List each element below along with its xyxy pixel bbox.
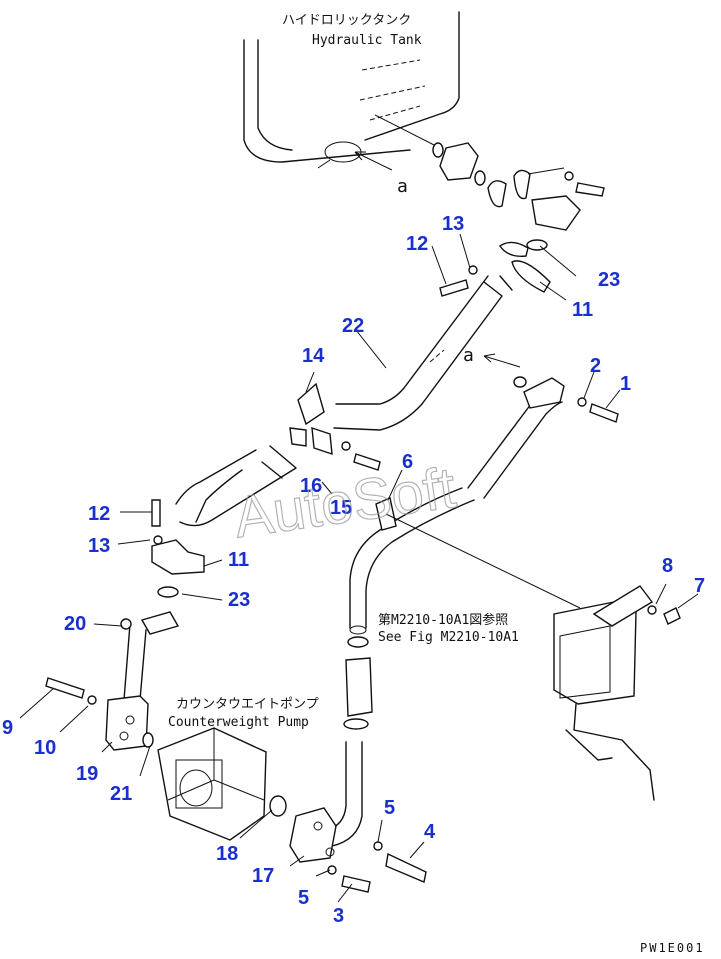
- mounting-bracket: [553, 585, 681, 801]
- return-line-right: [289, 376, 619, 893]
- callout-11-lower: 11: [228, 549, 249, 571]
- view-a-label-mid: a: [463, 345, 474, 366]
- callout-18: 18: [216, 843, 238, 865]
- callout-19: 19: [76, 763, 98, 785]
- view-a-arrow-top: [354, 151, 393, 171]
- callout-15: 15: [330, 497, 352, 519]
- callout-14: 14: [302, 345, 325, 367]
- callout-17: 17: [252, 865, 274, 887]
- reference-label-jp: 第M2210-10A1図参照: [378, 612, 508, 628]
- clamp-14: [289, 382, 381, 471]
- callouts: 1 2 3 4 5 5 6 7 8 9 10 11 11 12 12 13 13…: [2, 213, 705, 927]
- reference-label-en: See Fig M2210-10A1: [378, 630, 519, 645]
- callout-8: 8: [662, 555, 673, 577]
- callout-5-lower: 5: [298, 887, 309, 909]
- callout-22: 22: [342, 315, 364, 337]
- callout-13-lower: 13: [88, 535, 110, 557]
- callout-7: 7: [694, 575, 705, 597]
- tank-label-en: Hydraulic Tank: [312, 33, 422, 48]
- tank-label-jp: ハイドロリックタンク: [282, 13, 411, 28]
- view-a-label-top: a: [397, 176, 408, 197]
- hydraulic-tank: [243, 11, 460, 169]
- callout-3: 3: [333, 905, 344, 927]
- callout-12-lower: 12: [88, 503, 110, 525]
- callout-11-upper: 11: [572, 299, 593, 321]
- callout-20: 20: [64, 613, 86, 635]
- pump-label-jp: カウンタウエイトポンプ: [176, 697, 319, 712]
- leader-lines: [19, 233, 699, 903]
- callout-23-upper: 23: [598, 269, 620, 291]
- pump-inlet-pipe: [45, 586, 180, 751]
- callout-13-upper: 13: [442, 213, 464, 235]
- hose-22: [333, 275, 513, 431]
- callout-4: 4: [424, 821, 436, 843]
- callout-2: 2: [590, 355, 601, 377]
- callout-23-lower: 23: [228, 589, 250, 611]
- suction-line-left: [151, 445, 297, 575]
- callout-5-upper: 5: [384, 797, 395, 819]
- callout-16: 16: [300, 475, 322, 497]
- clamp-16: [375, 497, 581, 609]
- callout-10: 10: [34, 737, 56, 759]
- callout-21: 21: [110, 783, 132, 805]
- counterweight-pump: [157, 727, 287, 841]
- callout-12-upper: 12: [406, 233, 428, 255]
- watermark: AutoSoft: [230, 455, 459, 550]
- callout-1: 1: [620, 373, 631, 395]
- pump-label-en: Counterweight Pump: [168, 715, 309, 730]
- tank-outlet-fittings: [374, 114, 605, 297]
- figure-code: PW1E001: [640, 941, 705, 955]
- callout-9: 9: [2, 717, 13, 739]
- view-a-arrow-mid: [483, 353, 521, 368]
- callout-6: 6: [402, 451, 413, 473]
